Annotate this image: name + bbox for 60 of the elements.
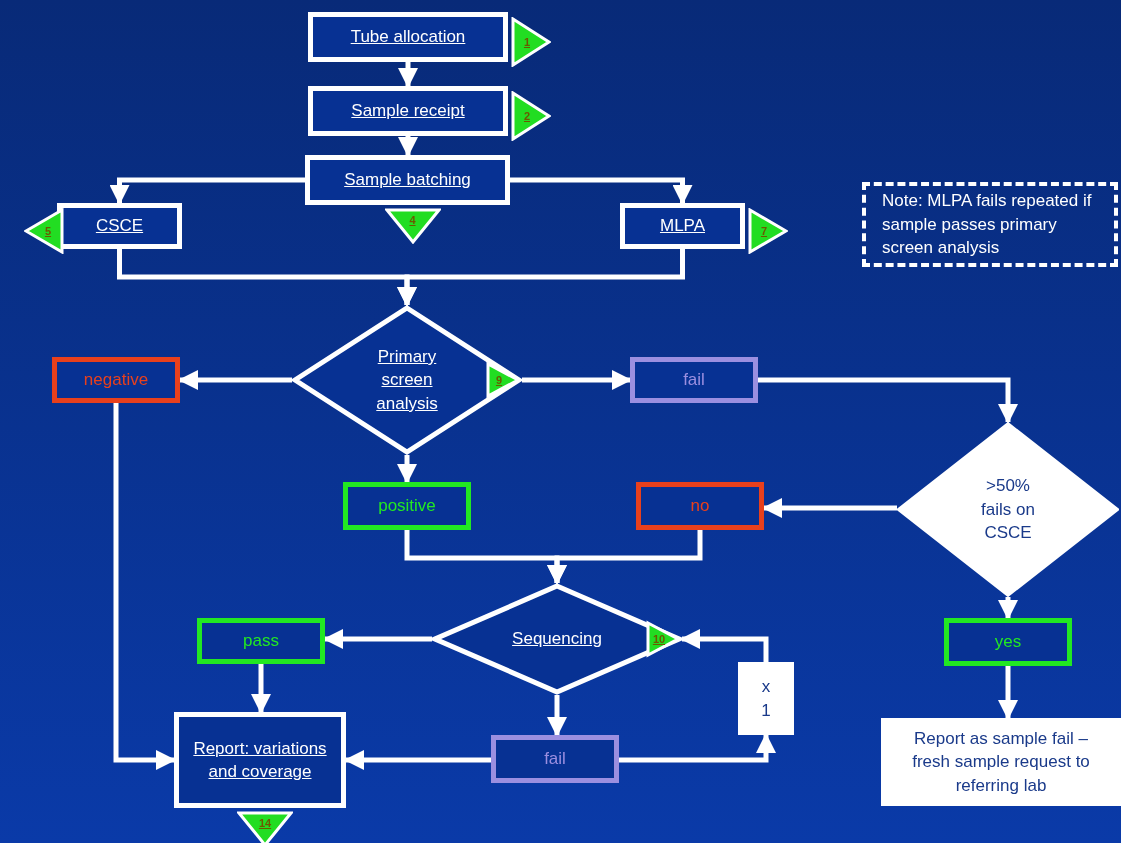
arrow [680, 629, 769, 662]
outcome-box [630, 357, 758, 403]
outcome-label: no [690, 495, 710, 518]
arrow [251, 664, 271, 714]
step-number: 5 [44, 225, 52, 237]
outcome-label: positive [378, 495, 436, 518]
arrow [758, 377, 1018, 424]
decision-diamond [897, 422, 1119, 597]
result-label: Report as sample fail – fresh sample request to referring lab [911, 727, 1091, 797]
arrow [522, 370, 632, 390]
outcome-box [52, 357, 180, 403]
decision-diamond [432, 583, 682, 695]
arrow [998, 666, 1018, 720]
step-number: 9 [495, 374, 503, 386]
step-number: 14 [258, 817, 272, 829]
outcome-box [944, 618, 1072, 666]
arrow [344, 750, 491, 770]
outcome-label: yes [994, 631, 1022, 654]
outcome-label: pass [243, 630, 279, 653]
arrow [619, 733, 776, 763]
arrow [397, 249, 685, 307]
decision-diamond [292, 305, 522, 455]
note-text: Note: MLPA fails repeated if sample passes primary screen analysis [882, 190, 1093, 260]
process-label: MLPA [659, 215, 705, 238]
outcome-label: fail [683, 369, 705, 392]
result-box [881, 718, 1121, 806]
process-label: Sample batching [344, 169, 471, 192]
outcome-label: fail [544, 748, 566, 771]
arrow [998, 597, 1018, 620]
arrow [178, 370, 292, 390]
process-label: Report: variations and coverage [192, 737, 328, 783]
step-number: 4 [409, 214, 416, 226]
outcome-box [636, 482, 764, 530]
result-box [738, 662, 794, 735]
arrow [113, 403, 176, 770]
outcome-box [343, 482, 471, 530]
arrow [323, 629, 432, 649]
outcome-box [197, 618, 325, 664]
process-label: CSCE [95, 215, 144, 238]
step-number: 7 [760, 225, 768, 237]
arrow [762, 498, 897, 518]
arrow [398, 136, 418, 157]
arrow [109, 177, 305, 205]
arrow [547, 530, 703, 585]
outcome-box [491, 735, 619, 783]
note-box [862, 182, 1118, 267]
step-number: 1 [523, 36, 531, 48]
outcome-label: negative [83, 369, 149, 392]
step-number: 10 [652, 633, 666, 645]
decision-label: >50% fails on CSCE [980, 475, 1036, 545]
arrow [510, 177, 693, 205]
arrow [547, 695, 567, 737]
result-label: x 1 [760, 676, 772, 722]
decision-label: Primary screen analysis [375, 345, 439, 415]
arrow [397, 455, 417, 484]
decision-label: Sequencing [511, 628, 603, 651]
process-label: Tube allocation [350, 26, 466, 49]
step-number: 2 [523, 110, 531, 122]
process-label: Sample receipt [351, 100, 465, 123]
arrow [398, 62, 418, 88]
